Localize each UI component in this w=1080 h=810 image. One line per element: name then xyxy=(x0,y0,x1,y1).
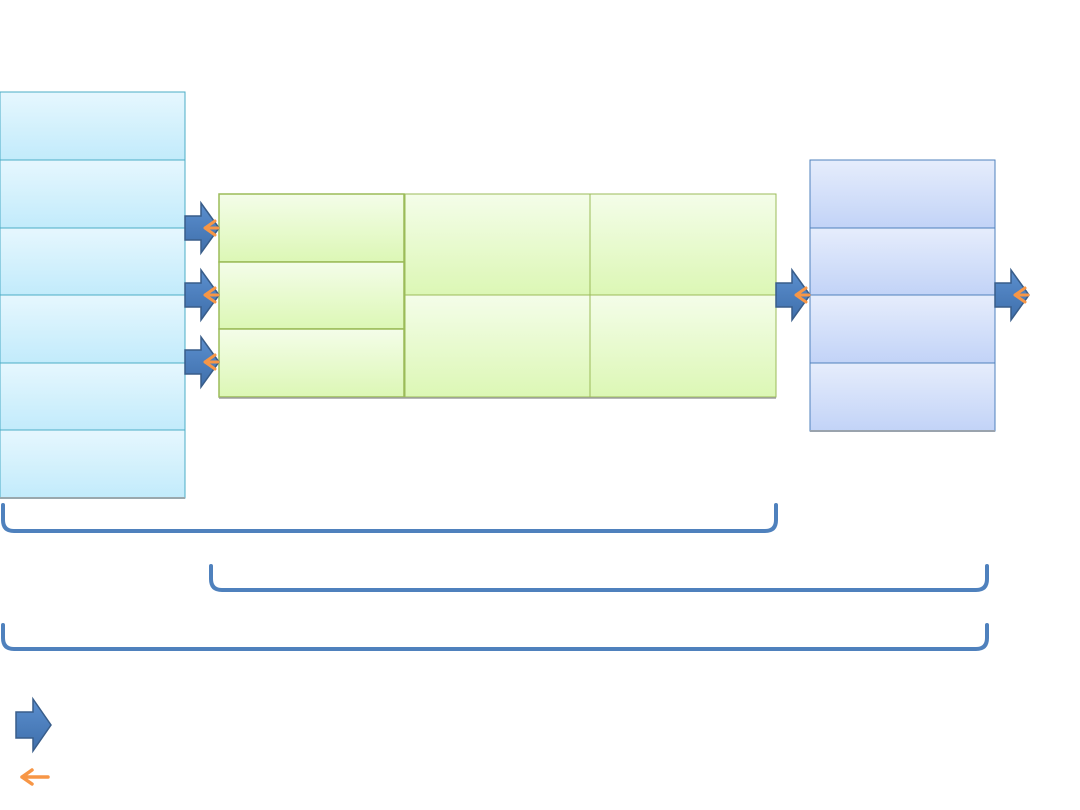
back-arrow-icon xyxy=(20,768,50,786)
back-arrow-icon xyxy=(203,219,220,237)
back-arrow-icon xyxy=(203,286,220,304)
left-stack xyxy=(0,91,186,499)
left-stack-cell xyxy=(0,159,186,229)
connector-arrow-icon xyxy=(184,200,220,256)
brace-span-left-to-middle xyxy=(1,503,778,533)
brace-span-full xyxy=(1,623,989,651)
middle-grid xyxy=(219,193,777,399)
back-arrow-icon xyxy=(1013,286,1030,304)
brace-span-middle-to-right xyxy=(209,564,989,592)
connector-arrow-icon xyxy=(994,267,1030,323)
connectors xyxy=(184,200,1030,390)
legend-item xyxy=(20,768,50,786)
middle-left-column xyxy=(218,193,405,398)
legend-item xyxy=(15,696,52,754)
left-stack-cell xyxy=(0,294,186,364)
right-stack-cell xyxy=(809,362,996,432)
braces xyxy=(1,503,989,651)
left-stack-cell xyxy=(0,227,186,296)
back-arrow-icon xyxy=(203,353,220,371)
right-stack-cell xyxy=(809,294,996,364)
back-arrow-icon xyxy=(794,286,811,304)
left-stack-cell xyxy=(0,429,186,499)
middle-grid-cell xyxy=(404,294,591,398)
middle-column-cell xyxy=(218,328,405,398)
middle-grid-cell xyxy=(404,193,591,296)
middle-column-cell xyxy=(218,261,405,330)
connector-arrow-icon xyxy=(775,267,811,323)
left-stack-cell xyxy=(0,362,186,431)
right-stack-cell xyxy=(809,227,996,296)
right-stack xyxy=(809,159,996,432)
legend xyxy=(15,696,52,786)
middle-column-cell xyxy=(218,193,405,263)
middle-grid-cell xyxy=(589,294,777,398)
right-arrow-icon xyxy=(15,696,52,754)
middle-grid-cell xyxy=(589,193,777,296)
connector-arrow-icon xyxy=(184,267,220,323)
left-stack-cell xyxy=(0,91,186,161)
right-stack-cell xyxy=(809,159,996,229)
connector-arrow-icon xyxy=(184,334,220,390)
